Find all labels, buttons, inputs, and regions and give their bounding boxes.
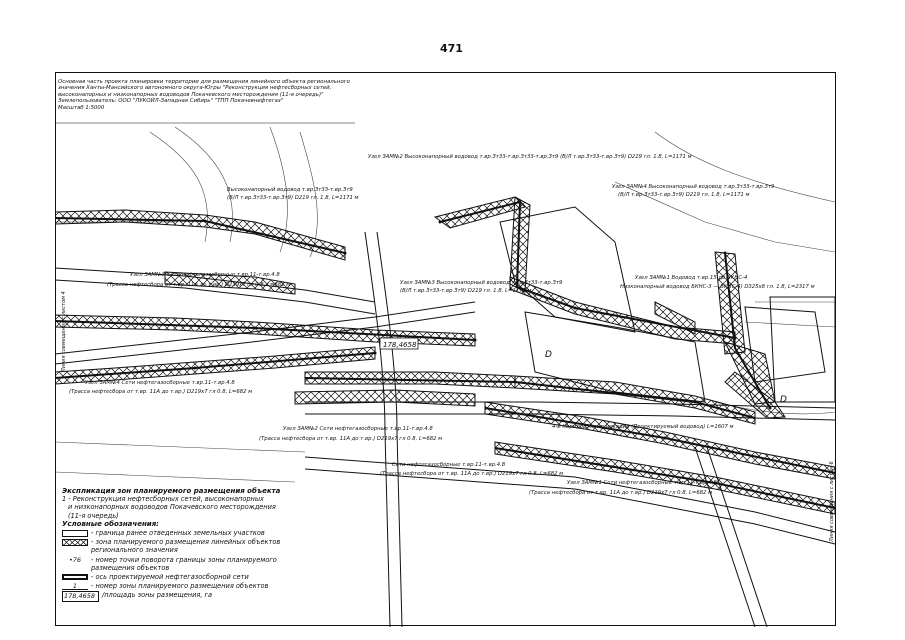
legend-row: - граница ранее отведенных земельных уча…: [62, 529, 322, 538]
label-uzel2: Узел ЗАМ№2 Высоконапорный водовод т.вр.З…: [368, 154, 692, 160]
label-uzel3b: (Трасса нефтесбора от т.вр. 11А до т.вр.…: [107, 282, 290, 288]
turning-points: [55, 200, 772, 485]
label-zam4a: Узел ЗАМ№4 Сети нефтегазосборные т.вр.11…: [85, 380, 235, 386]
label-zone-d1: D: [545, 350, 552, 360]
title-line: Масштаб 1:5000: [58, 104, 105, 111]
legend-item-1: 1 - Реконструкция нефтесборных сетей, вы…: [62, 495, 264, 504]
label-bkns2: Низконапорный водовод БКНС-3 — БКНС-4) D…: [620, 284, 815, 290]
page-number: 471: [440, 42, 463, 55]
label-vvod1: Высоконапорный водовод т.вр.Зт33-т.вр.Зт…: [227, 187, 353, 193]
map-labels: Узел ЗАМ№2 Высоконапорный водовод т.вр.З…: [69, 154, 815, 496]
legend-text: /площадь зоны размещения, га: [102, 591, 213, 600]
label-zone-1: 1: [385, 332, 389, 340]
hatch-zone-symbol: [62, 539, 88, 547]
label-uzel4: Узел ЗАМ№4 Высоконапорный водовод т.вр.З…: [612, 184, 775, 190]
title-line: высоконапорных и низконапорных водоводов…: [58, 91, 324, 98]
legend-item-1: (11-я очередь): [68, 511, 119, 520]
label-koridor: 4-й Коридор коммуникаций (Проектируемый …: [552, 424, 734, 430]
legend-text: - зона планируемого размещения линейных …: [91, 538, 281, 555]
label-zam1a: Узел ЗАМ№1 Сети нефтегазосборные т.вр.11…: [567, 480, 717, 486]
label-uzel3c: Узел ЗАМ№3 Высоконапорный водовод т.вр.З…: [400, 280, 563, 286]
side-label-right: Линия совмещения с листом 6: [829, 461, 835, 543]
area-box: [379, 337, 419, 350]
zone-number-symbol: 1: [62, 582, 88, 591]
legend-row: •76 - номер точки поворота границы зоны …: [62, 556, 322, 572]
label-zam4b: (Трасса нефтесбора от т.вр. 11А до т.вр.…: [69, 389, 252, 395]
axis-symbol: [62, 574, 88, 581]
title-line: значения Ханты-Мансийского автономного о…: [58, 85, 332, 92]
legend-row: 1 - номер зоны планируемого размещения о…: [62, 582, 322, 591]
legend-text: - номер точки поворота границы зоны план…: [91, 555, 277, 572]
legend-heading: Экспликация зон планируемого размещения …: [62, 487, 281, 495]
turning-point-symbol: •76: [68, 555, 82, 564]
legend: Экспликация зон планируемого размещения …: [62, 487, 322, 603]
legend-text: - граница ранее отведенных земельных уча…: [91, 529, 265, 538]
label-uzel3a: Узел ЗАМ№3 Сети нефтегазосборные т.вр.11…: [130, 272, 280, 278]
area-symbol: 178,4658: [62, 591, 99, 603]
label-zam2a: Узел ЗАМ№2 Сети нефтегазосборные т.вр.11…: [283, 426, 433, 432]
title-line: Землепользователь: ООО "ЛУКОЙЛ-Западная …: [58, 98, 284, 105]
label-seti2: (Трасса нефтесбора от т.вр. 11А до т.вр.…: [380, 471, 563, 477]
legend-row: - зона планируемого размещения линейных …: [62, 538, 322, 554]
side-label-left: Линия совмещения с листом 4: [61, 291, 67, 373]
legend-row: 178,4658 /площадь зоны размещения, га: [62, 591, 322, 603]
title-block: Основная часть проекта планировки террит…: [58, 79, 358, 111]
label-zam2b: (Трасса нефтесбора от т.вр. 11А до т.вр.…: [259, 436, 442, 442]
legend-row: - ось проектируемой нефтегазосборной сет…: [62, 573, 322, 581]
planning-map: Узел ЗАМ№2 Высоконапорный водовод т.вр.З…: [55, 72, 836, 627]
label-bkns1: Узел ЗАМ№1 Водовод т.вр.15 до БКНС-4: [635, 275, 747, 281]
boundary-symbol: [62, 530, 88, 538]
symbols-heading: Условные обозначения:: [62, 519, 159, 528]
legend-text: - номер зоны планируемого размещения объ…: [91, 582, 269, 591]
title-line: Основная часть проекта планировки террит…: [58, 79, 350, 85]
label-zone-d2: D: [780, 395, 787, 405]
label-seti1: Сети нефтегазосборные т.вр.11-т.вр.4.8: [392, 462, 506, 468]
label-zam1b: (Трасса нефтесбора от т.вр. 11А до т.вр.…: [529, 490, 712, 496]
label-uzel4b: (В/Л т.вр.Зт33-т.вр.Зт9) D219 гл. 1.8, L…: [618, 192, 750, 198]
label-uzel3d: (В/Л т.вр.Зт33-т.вр.Зт9) D219 гл. 1.8, L…: [400, 288, 532, 294]
legend-text: - ось проектируемой нефтегазосборной сет…: [91, 573, 249, 582]
label-area: 178,4658: [383, 341, 417, 349]
legend-item-1: и низконапорных водоводов Покачевского м…: [68, 503, 276, 512]
label-vvod2: (В/Л т.вр.Зт33-т.вр.Зт9) D219 гл. 1.8, L…: [227, 195, 359, 201]
